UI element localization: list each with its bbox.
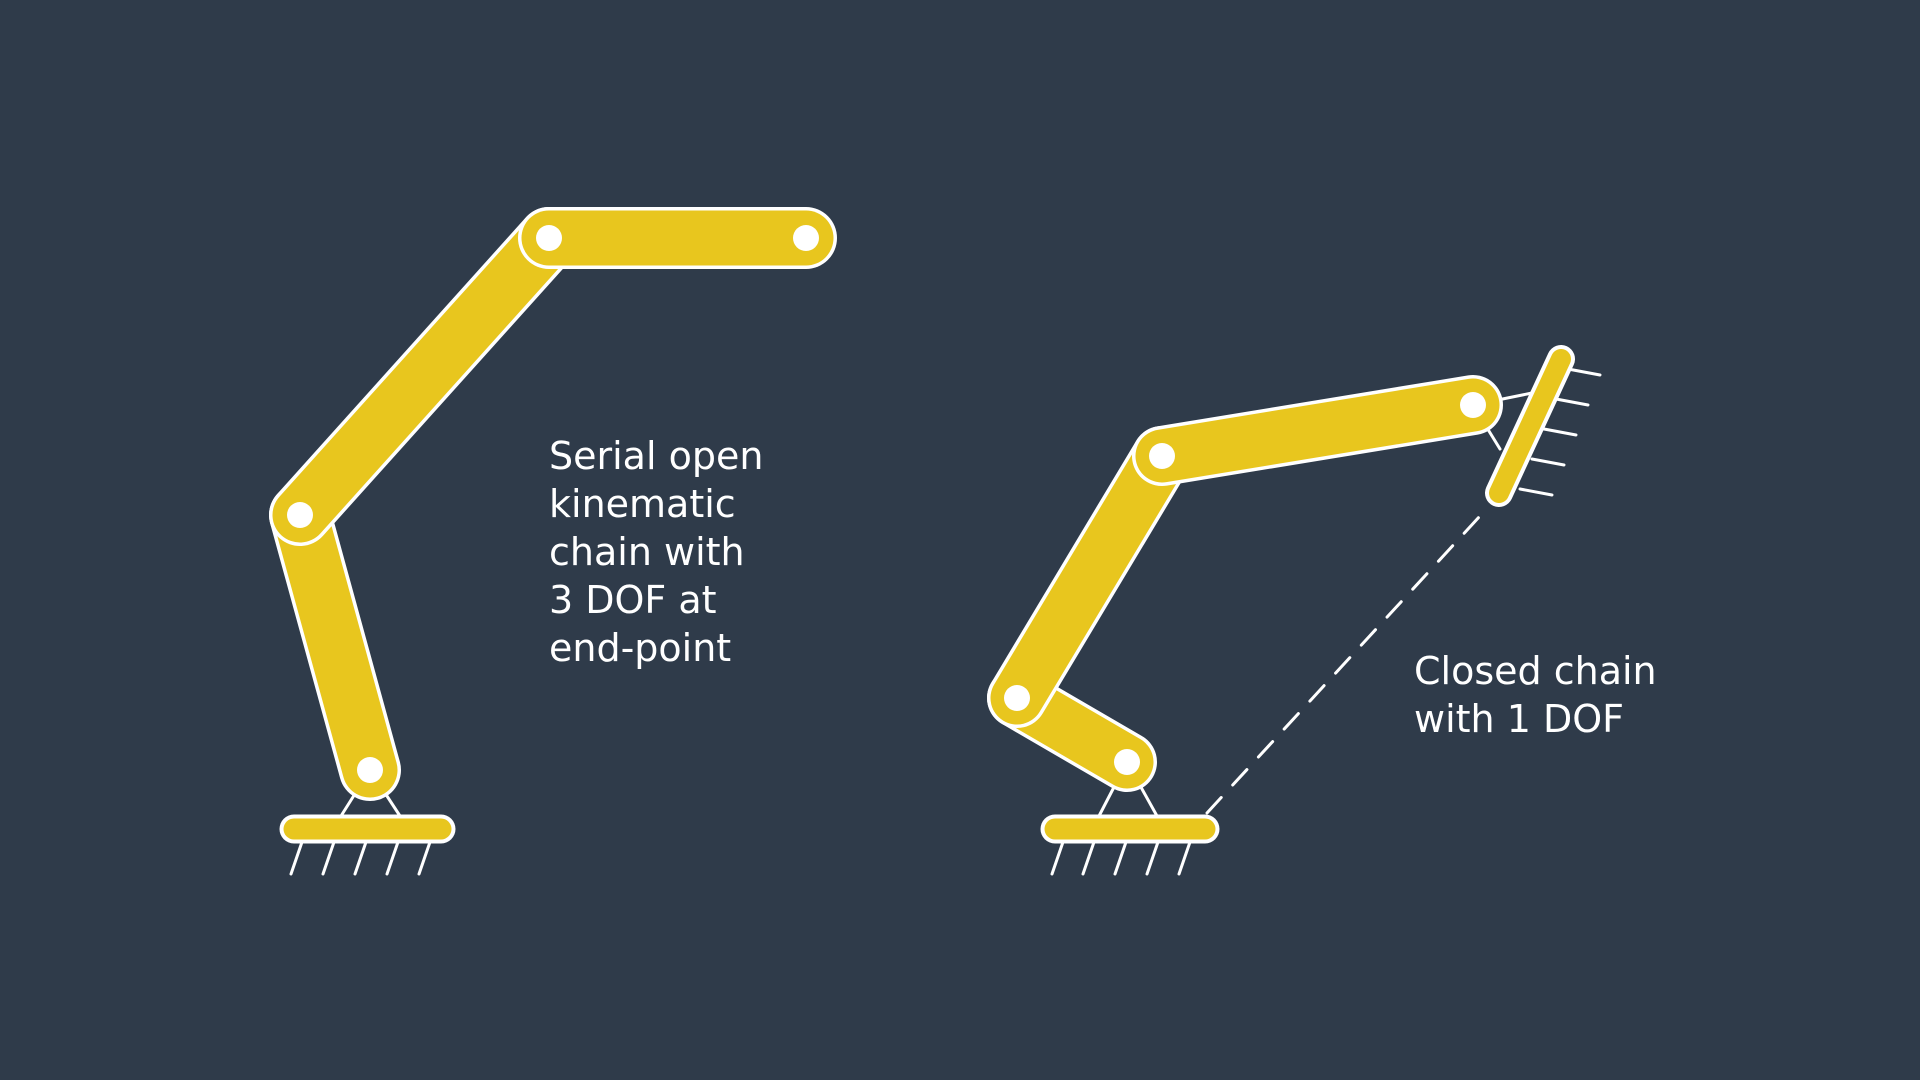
- closed-chain-caption: Closed chain with 1 DOF: [1414, 649, 1657, 741]
- closure-dashed-line: [1205, 514, 1482, 815]
- ground-hatch: [289, 840, 432, 876]
- joint-end-point: [793, 225, 819, 251]
- closed-chain-wall: [1471, 345, 1602, 507]
- closed-chain: [987, 345, 1602, 876]
- open-chain-ground: [279, 768, 456, 876]
- ground-hatch: [1050, 840, 1192, 876]
- closed-chain-link-2: [987, 426, 1192, 728]
- closed-chain-link-3: [1132, 375, 1503, 486]
- open-chain: [269, 207, 837, 876]
- open-chain-link-2: [269, 207, 580, 546]
- joint-upper: [1149, 443, 1175, 469]
- joint-base: [357, 757, 383, 783]
- open-chain-link-1: [269, 484, 401, 801]
- joint-elbow: [287, 502, 313, 528]
- joint-shoulder: [536, 225, 562, 251]
- joint-base: [1114, 749, 1140, 775]
- wall-bar-fill: [1489, 349, 1571, 503]
- wall-hatch: [1518, 367, 1602, 497]
- open-chain-caption: Serial open kinematic chain with 3 DOF a…: [549, 434, 764, 670]
- joint-knee: [1004, 685, 1030, 711]
- joint-wall: [1460, 392, 1486, 418]
